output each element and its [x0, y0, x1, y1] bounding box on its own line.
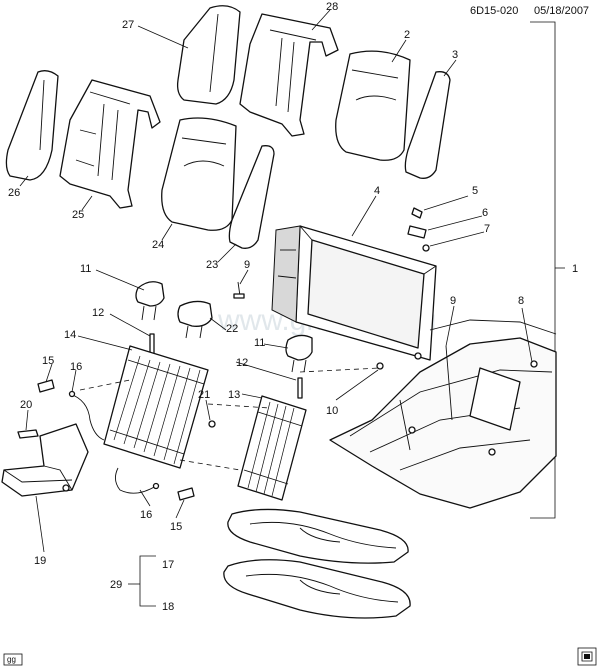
part-26-seatback-cover: [5, 70, 59, 181]
part-19-bracket: [1, 423, 89, 497]
drawing-id: 6D15-020: [470, 5, 518, 17]
part-7-nut: [422, 244, 430, 252]
part-14-seatback-frame-center: [103, 345, 209, 469]
footer-logo-right: [577, 647, 597, 666]
callout-16-left: 16: [70, 361, 82, 373]
part-28-upper-frame: [239, 13, 339, 137]
callout-5: 5: [472, 185, 478, 197]
part-13-seatback-frame-right: [237, 395, 307, 501]
part-9-bolt: [233, 281, 245, 299]
callout-6: 6: [482, 207, 488, 219]
leader-lines: [19, 9, 533, 553]
part-22-headrest-center: [177, 300, 213, 339]
callout-27: 27: [122, 19, 134, 31]
part-27-upper-back-cover: [176, 5, 241, 105]
part-12-guide-right: [297, 377, 303, 399]
align-line-3: [179, 459, 241, 471]
callout-20: 20: [20, 399, 32, 411]
part-11-headrest-left: [135, 281, 165, 321]
part-6-clip: [407, 225, 427, 239]
callout-29: 29: [110, 579, 122, 591]
callout-12-left: 12: [92, 307, 104, 319]
callout-12-right: 12: [236, 357, 248, 369]
callout-8: 8: [518, 295, 524, 307]
callout-2: 2: [404, 29, 410, 41]
footer-badge-left-text: gg: [7, 655, 16, 664]
part-20-clip: [17, 429, 39, 439]
bracket-1: [530, 21, 556, 519]
part-24-lower-back-pad: [161, 117, 237, 231]
part-21-nut: [208, 420, 216, 428]
part-18-seat-cushion-pad: [223, 559, 411, 619]
callout-17: 17: [162, 559, 174, 571]
callout-22: 22: [226, 323, 238, 335]
callout-21: 21: [198, 389, 210, 401]
part-16-cable-right: [115, 467, 160, 494]
callout-13: 13: [228, 389, 240, 401]
callout-15-left: 15: [42, 355, 54, 367]
align-line-2: [207, 403, 271, 409]
part-3-side-bolster: [404, 71, 451, 179]
part-12-guide-left: [149, 333, 155, 355]
callout-labels: 1 2 3 4 5 6 7 8 9 9 10 11 11 12 12 13 14…: [8, 1, 578, 613]
callout-15-right: 15: [170, 521, 182, 533]
align-line-4: [299, 367, 381, 373]
part-5-fastener: [411, 207, 423, 219]
callout-25: 25: [72, 209, 84, 221]
callout-9-left: 9: [244, 259, 250, 271]
part-2-seatback-pad-right: [335, 50, 411, 161]
callout-26: 26: [8, 187, 20, 199]
callout-1: 1: [572, 263, 578, 275]
part-23-lower-bolster: [228, 145, 275, 249]
callout-7: 7: [484, 223, 490, 235]
part-15-pin-left: [37, 379, 55, 393]
part-16-cable-left: [68, 390, 105, 441]
vehicle-body: [329, 319, 557, 509]
callout-16-right: 16: [140, 509, 152, 521]
bracket-29: [139, 555, 156, 607]
drawing-date: 05/18/2007: [534, 5, 589, 17]
callout-23: 23: [206, 259, 218, 271]
callout-14: 14: [64, 329, 76, 341]
part-11-headrest-right: [285, 334, 313, 373]
callout-9-right: 9: [450, 295, 456, 307]
callout-28: 28: [326, 1, 338, 13]
callout-3: 3: [452, 49, 458, 61]
part-25-seatback-frame-left: [59, 79, 161, 209]
callout-11-right: 11: [254, 337, 265, 349]
callout-10: 10: [326, 405, 338, 417]
callout-11-left: 11: [80, 263, 91, 275]
callout-18: 18: [162, 601, 174, 613]
part-17-seat-cushion-cover: [227, 508, 409, 564]
callout-24: 24: [152, 239, 164, 251]
footer-badge-left: gg: [3, 653, 23, 666]
part-4-seatback-frame: [271, 225, 437, 361]
callout-19: 19: [34, 555, 46, 567]
part-15-pin-right: [177, 487, 195, 501]
callout-4: 4: [374, 185, 380, 197]
